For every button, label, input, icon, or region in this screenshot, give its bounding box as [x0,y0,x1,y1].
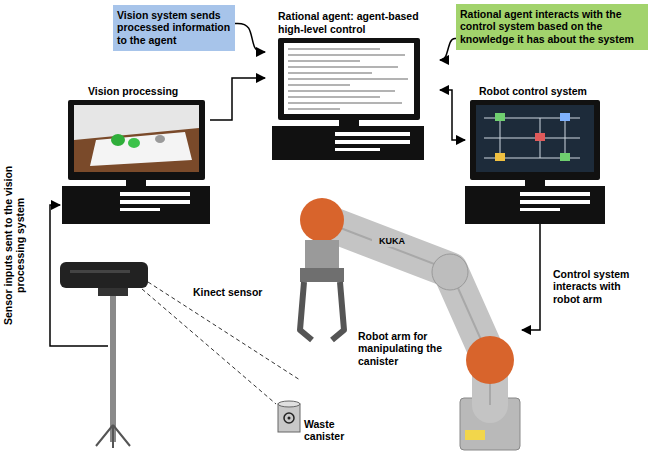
computer-node: Robot control system [465,85,605,225]
control-computer [465,100,605,224]
callout-text: Vision system sends processed informatio… [117,9,231,46]
annotation-label: Sensor inputs sent to the vision process… [2,145,27,345]
logo-text: KUKA [372,236,412,247]
sensor-arrow [50,205,108,346]
control-arrow [522,224,540,330]
computer-node: Rational agent: agent-based high-level c… [265,10,440,160]
callout-box: Rational agent interacts with the contro… [456,4,648,50]
node-heading: Rational agent: agent-based high-level c… [265,10,440,35]
waste-canister [278,401,300,432]
connector-arrow [235,23,265,52]
agent-computer [272,38,424,160]
connector-arrow [440,39,456,61]
robot-arm [300,198,520,450]
sensor-view-lines [142,282,300,404]
annotation-label: Kinect sensor [193,286,283,298]
vision-computer [62,100,210,224]
callout-box: Vision system sends processed informatio… [113,5,235,51]
connector-arrow [440,90,465,140]
node-heading: Robot control system [465,85,605,97]
node-heading: Vision processing [62,85,210,97]
annotation-label: Waste canister [304,418,364,443]
connector-arrow [210,78,265,120]
kinect-sensor [60,262,148,448]
annotation-label: Robot arm for manipulating the canister [358,330,446,367]
computer-node: Vision processing [62,85,210,225]
callout-text: Rational agent interacts with the contro… [460,8,644,45]
annotation-label: Control system interacts with robot arm [553,268,645,305]
